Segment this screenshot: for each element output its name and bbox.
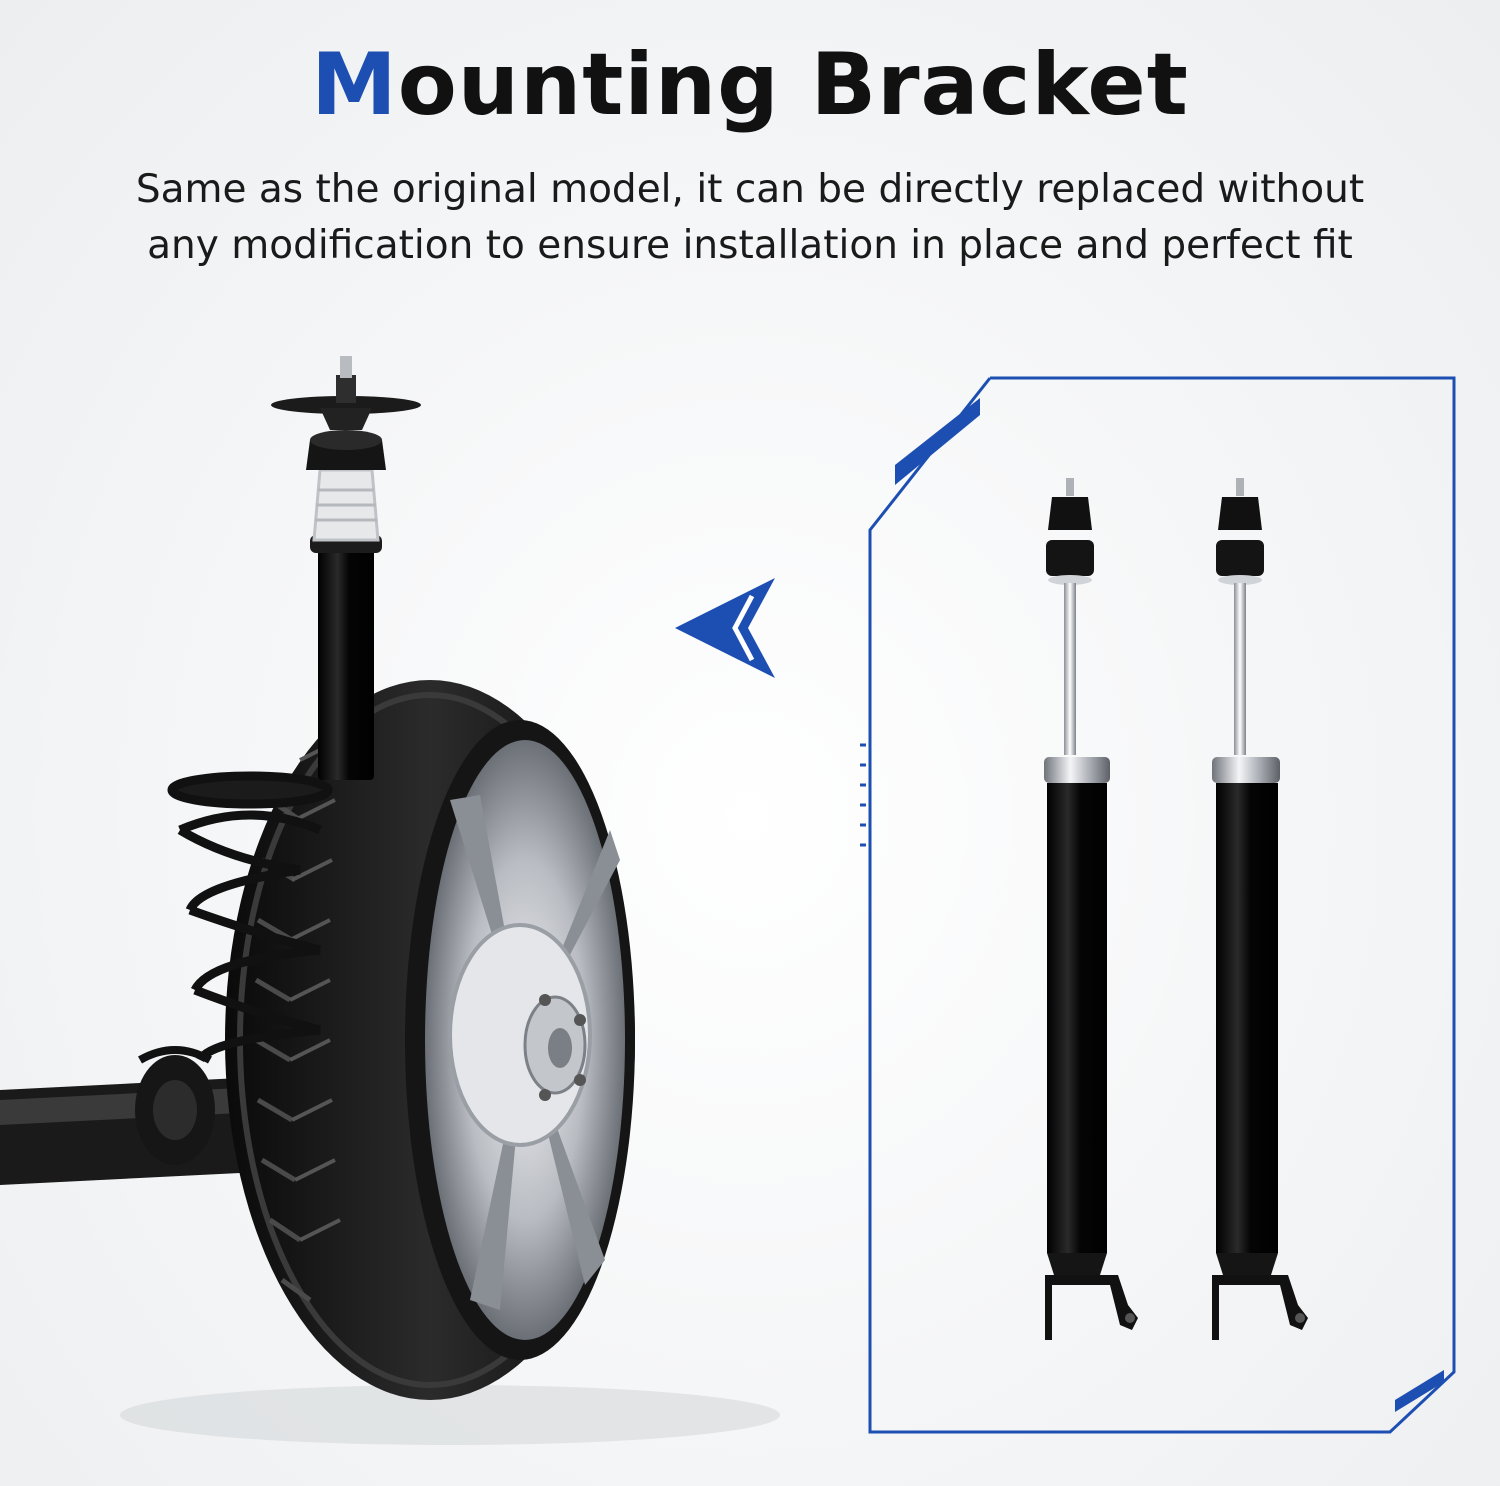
chevron-left-arrow-icon [675, 578, 775, 678]
installed-shock-absorber [271, 356, 421, 780]
shock-absorber-2 [1212, 478, 1308, 1340]
tire [225, 680, 635, 1400]
subtitle-line-2: any modification to ensure installation … [147, 223, 1353, 268]
title-accent-letter: M [311, 35, 398, 135]
shock-absorber-1 [1044, 478, 1138, 1340]
subtitle: Same as the original model, it can be di… [40, 162, 1460, 274]
title-text: ounting Bracket [397, 35, 1189, 135]
page-title: Mounting Bracket [0, 30, 1500, 140]
suspension-assembly-image [0, 356, 780, 1445]
subtitle-line-1: Same as the original model, it can be di… [135, 167, 1365, 212]
coil-spring [167, 771, 333, 1063]
product-frame [860, 376, 1456, 1434]
